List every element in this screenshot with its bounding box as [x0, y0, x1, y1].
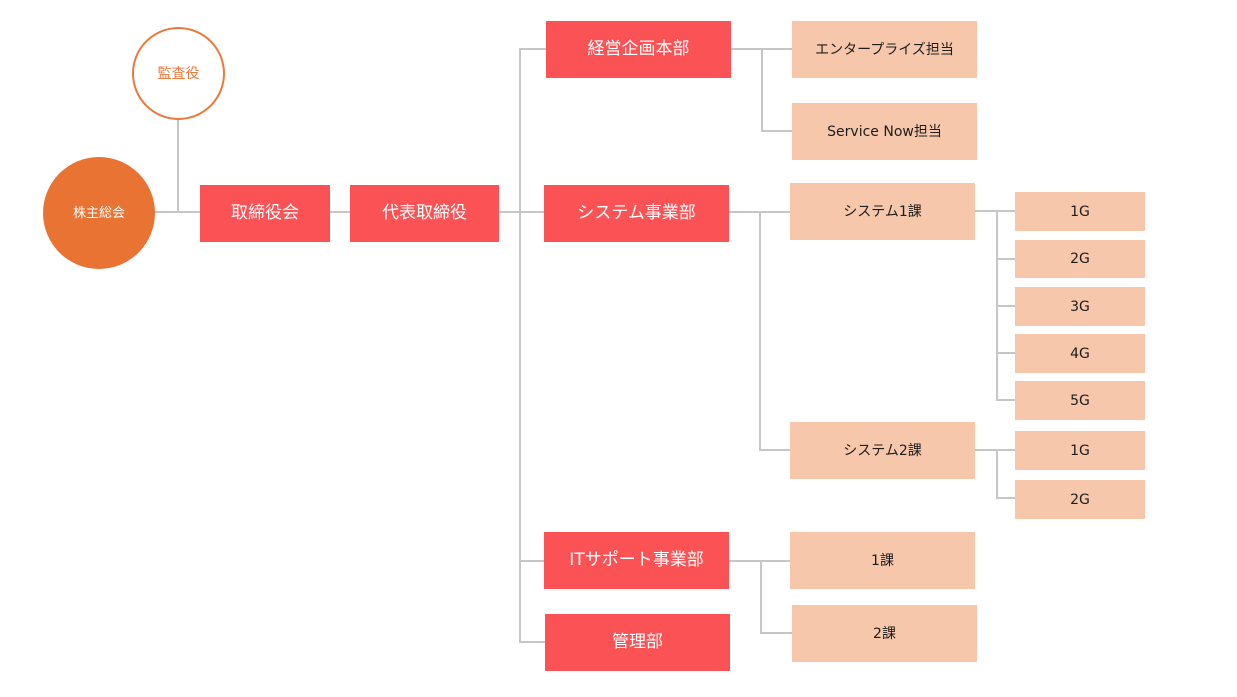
- shareholders-meeting-node: 株主総会: [43, 157, 155, 269]
- section2-group-2g: 2G: [1015, 480, 1145, 519]
- it-support-section-1-node: 1課: [790, 532, 975, 589]
- auditor-node: 監査役: [132, 27, 225, 120]
- connector-section1-4g: [996, 352, 1015, 354]
- system-division-node: システム事業部: [544, 185, 729, 242]
- section1-group-1g: 1G: [1015, 192, 1145, 231]
- connector-trunk-system: [519, 211, 544, 213]
- enterprise-team-node: エンタープライズ担当: [792, 21, 977, 78]
- connector-section1-2g: [996, 258, 1015, 260]
- system-section-1-node: システム1課: [790, 183, 975, 240]
- servicenow-team-node: Service Now担当: [792, 103, 977, 160]
- it-support-division-node: ITサポート事業部: [544, 532, 729, 589]
- connector-section1-5g: [996, 399, 1015, 401]
- representative-director-node: 代表取締役: [350, 185, 499, 242]
- connector-section2-2g: [996, 497, 1015, 499]
- connector-trunk-admin: [519, 641, 545, 643]
- connector-trunk-planning: [519, 48, 546, 50]
- connector-it-support-2ka: [760, 632, 792, 634]
- connector-section2-vertical: [996, 449, 998, 499]
- system-section-2-node: システム2課: [790, 422, 975, 479]
- connector-it-support-out: [729, 560, 790, 562]
- connector-representative-trunk: [499, 211, 520, 213]
- connector-section1-out: [975, 210, 1015, 212]
- board-node: 取締役会: [200, 185, 330, 242]
- section1-group-5g: 5G: [1015, 381, 1145, 420]
- section1-group-3g: 3G: [1015, 287, 1145, 326]
- planning-division-node: 経営企画本部: [546, 21, 731, 78]
- section1-group-4g: 4G: [1015, 334, 1145, 373]
- connector-board-representative: [330, 211, 350, 213]
- connector-section1-3g: [996, 305, 1015, 307]
- connector-planning-servicenow: [761, 130, 792, 132]
- connector-system-vertical: [759, 211, 761, 451]
- connector-trunk-it-support: [519, 560, 544, 562]
- connector-system-section2: [759, 449, 790, 451]
- connector-auditor-trunk: [177, 118, 179, 213]
- connector-planning-vertical: [761, 48, 763, 132]
- section2-group-1g: 1G: [1015, 431, 1145, 470]
- admin-division-node: 管理部: [545, 614, 730, 671]
- connector-it-support-vertical: [760, 560, 762, 634]
- it-support-section-2-node: 2課: [792, 605, 977, 662]
- connector-section2-out: [975, 449, 1015, 451]
- section1-group-2g: 2G: [1015, 240, 1145, 278]
- connector-division-trunk: [519, 48, 521, 642]
